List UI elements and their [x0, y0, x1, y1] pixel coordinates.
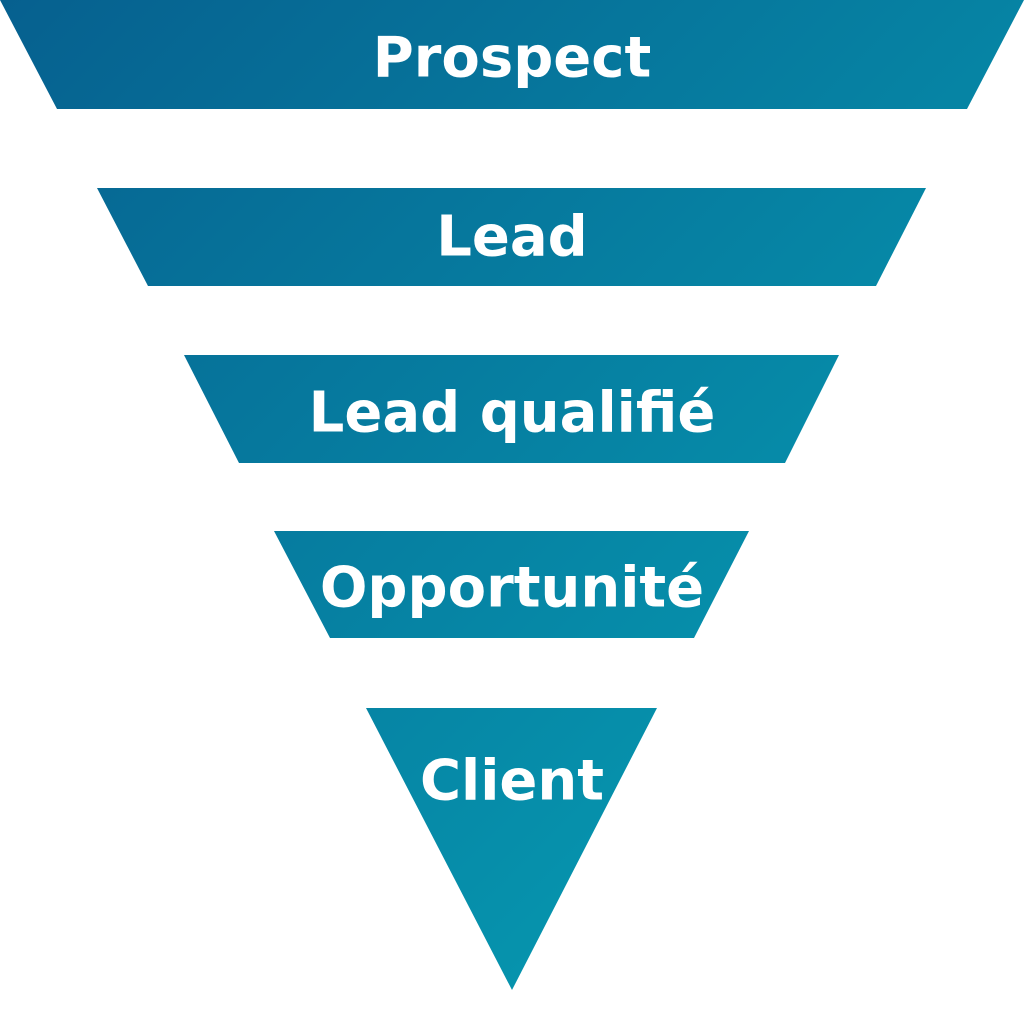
- funnel-tip-client: [366, 708, 657, 990]
- stage-label-lead: Lead: [436, 205, 588, 270]
- stage-label-opportunite: Opportunité: [320, 556, 704, 621]
- funnel-stage-prospect: Prospect: [0, 0, 1024, 109]
- funnel-band-opportunite: [274, 531, 749, 638]
- funnel-band-prospect: [0, 0, 1024, 109]
- funnel-stage-lead: Lead: [97, 188, 926, 286]
- stage-label-prospect: Prospect: [373, 26, 652, 91]
- stage-label-lead-qualifie: Lead qualifié: [309, 381, 716, 446]
- funnel-band-lead-qualifie: [184, 355, 839, 463]
- funnel-band-lead: [97, 188, 926, 286]
- stage-label-client: Client: [420, 749, 604, 814]
- funnel-stage-opportunite: Opportunité: [274, 531, 749, 638]
- funnel-stage-client: Client: [366, 708, 657, 990]
- funnel-stage-lead-qualifie: Lead qualifié: [184, 355, 839, 463]
